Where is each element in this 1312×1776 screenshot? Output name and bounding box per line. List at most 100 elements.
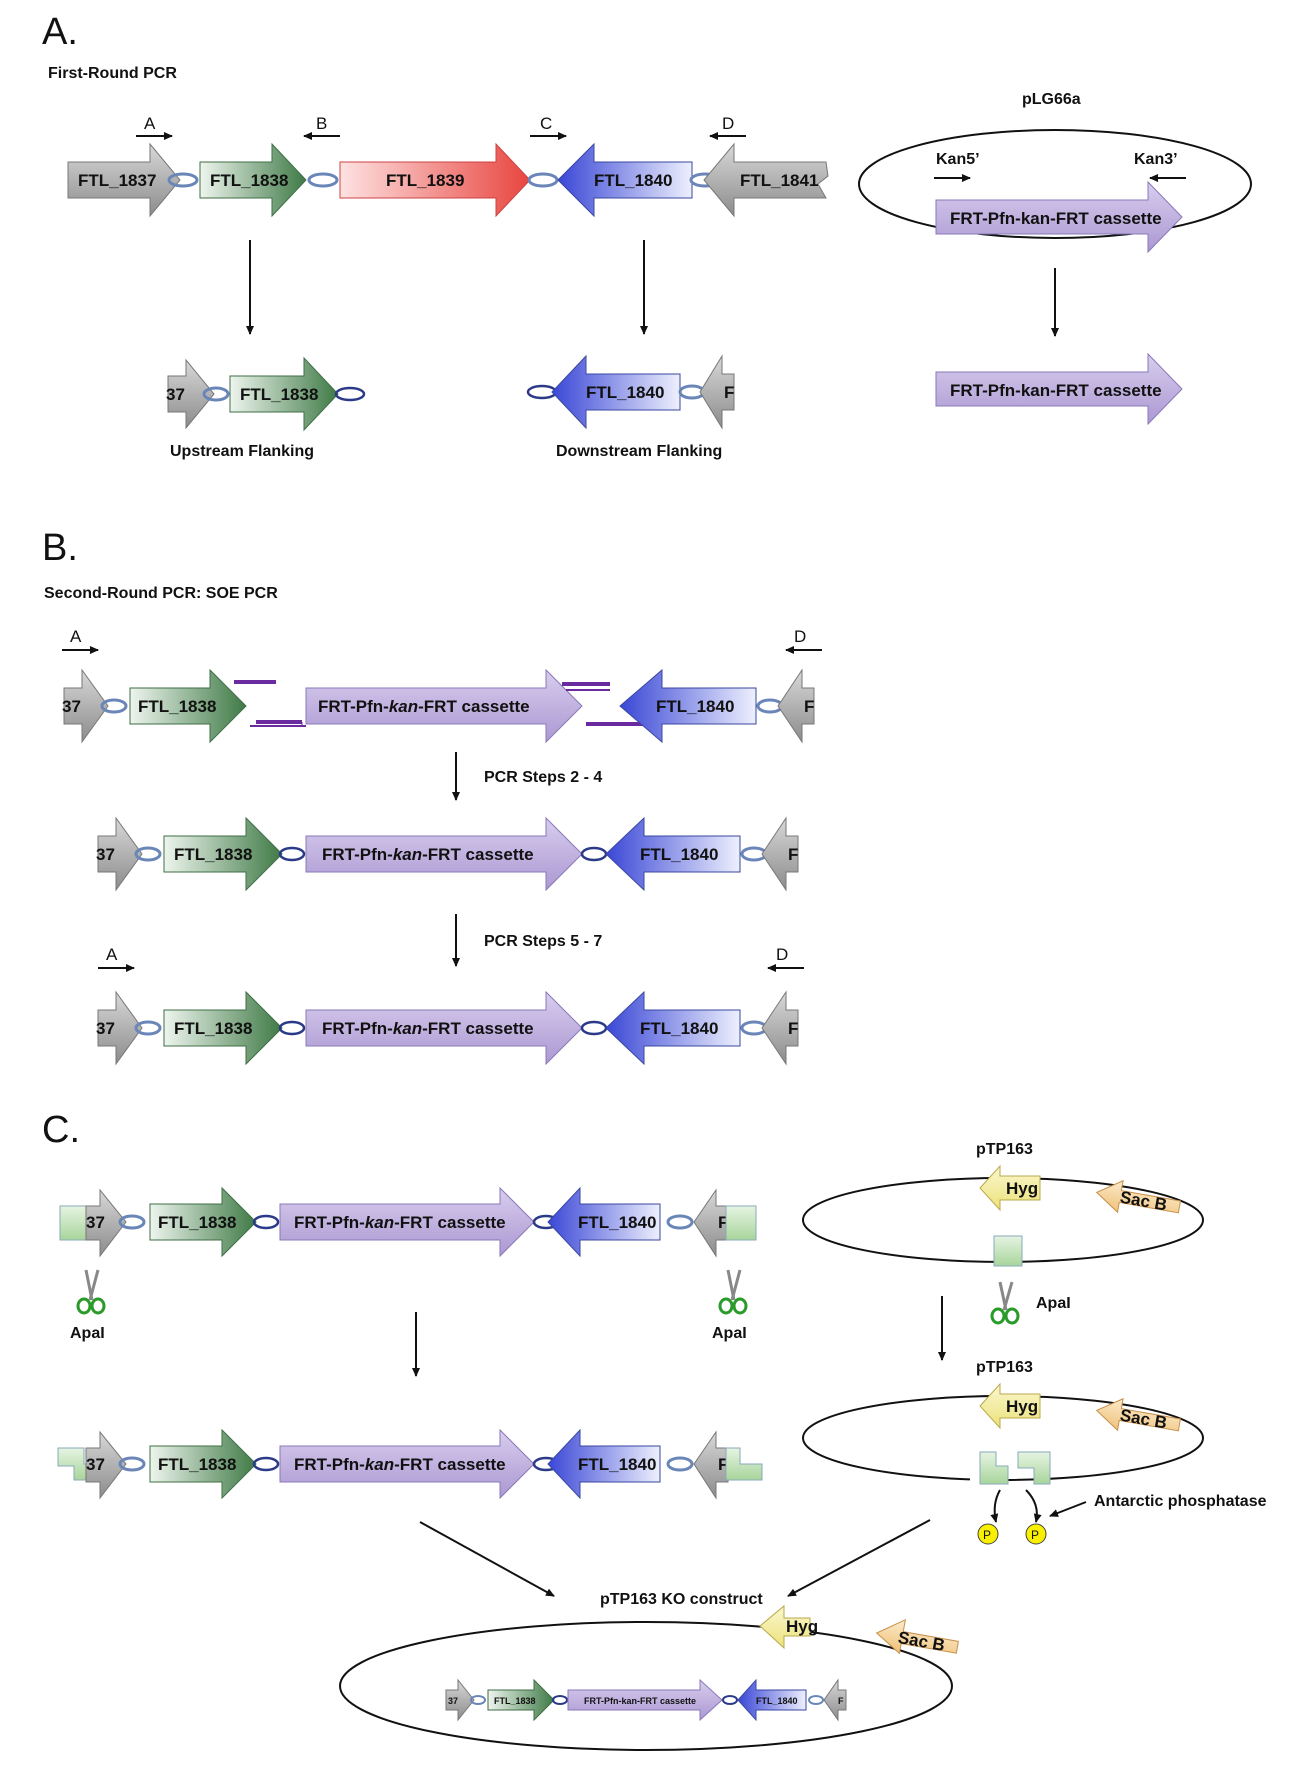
c-row2-ftl-1838: FTL_1838 — [158, 1455, 236, 1474]
plasmid-plg66a: pLG66a Kan5’ Kan3’ FRT-Pfn-kan-FRT casse… — [858, 91, 1252, 254]
c-row2-ftl-1840: FTL_1840 — [578, 1455, 656, 1474]
apai-site-right — [725, 1205, 757, 1241]
soe-row3-frag37: 37 — [96, 1019, 115, 1038]
soe-row3-ftl-1840: FTL_1840 — [640, 1019, 718, 1038]
phosphate-icon: P — [977, 1523, 999, 1545]
soe-row-3: 37 FTL_1838 FRT-Pfn-kan-FRT cassette FTL… — [96, 990, 799, 1066]
dna-helix-icon — [100, 698, 128, 714]
soe-row1-frag37: 37 — [62, 697, 81, 716]
dna-helix-icon — [666, 1456, 694, 1472]
panel-a-gene-row: FTL_1837 FTL_1838 FTL_1839 FTL_1840 FTL_… — [67, 142, 829, 218]
cassette-product — [935, 352, 1183, 426]
apai-label-right: ApaI — [712, 1325, 747, 1342]
soe-row2-frag-f: F — [788, 845, 798, 864]
cassette-kan: kan — [389, 697, 418, 716]
panel-a-letter: A. — [42, 11, 78, 53]
ko-ftl-1838: FTL_1838 — [494, 1696, 536, 1706]
soe-row2-frag37: 37 — [96, 845, 115, 864]
c-row2-frag37: 37 — [86, 1455, 105, 1474]
dna-helix-icon — [118, 1456, 146, 1472]
soe-row3-ftl-1838: FTL_1838 — [174, 1019, 252, 1038]
c-row1-ftl-1840: FTL_1840 — [578, 1213, 656, 1232]
ko-construct-label: pTP163 KO construct — [600, 1591, 763, 1608]
c-row1-frag37: 37 — [86, 1213, 105, 1232]
soe-row2-ftl-1838: FTL_1838 — [174, 845, 252, 864]
apai-label-plasmid: ApaI — [1036, 1295, 1071, 1312]
hyg-label-2: Hyg — [1006, 1397, 1038, 1416]
cassette-post: -FRT cassette — [394, 1213, 505, 1232]
dna-helix-icon — [252, 1214, 280, 1230]
dna-helix-icon — [580, 846, 608, 862]
cassette-kan: kan — [393, 845, 422, 864]
sticky-end-right — [725, 1447, 763, 1481]
dna-helix-icon — [118, 1214, 146, 1230]
downstream-flanking-label: Downstream Flanking — [556, 443, 722, 460]
cassette-pre: FRT-Pfn- — [294, 1213, 365, 1232]
gene-ftl-1839-label: FTL_1839 — [386, 171, 464, 190]
pcr-steps-5-7: PCR Steps 5 - 7 — [484, 933, 602, 950]
ligation-arrow-right — [787, 1519, 931, 1597]
ko-cassette: FRT-Pfn-kan-FRT cassette — [584, 1696, 696, 1706]
phosphate-label-1: P — [983, 1528, 991, 1542]
antarctic-phosphatase-label: Antarctic phosphatase — [1094, 1493, 1267, 1510]
plasmid-cassette-label: FRT-Pfn-kan-FRT cassette — [950, 209, 1162, 228]
c-row2-frag-f: F — [718, 1455, 728, 1474]
dna-helix-icon — [334, 386, 366, 402]
dna-helix-icon — [552, 1695, 568, 1705]
soe-row1-cassette: FRT-Pfn-kan-FRT cassette — [318, 697, 530, 716]
gene-ftl-1840 — [557, 142, 693, 218]
c-row1-frag-f: F — [718, 1213, 728, 1232]
dna-helix-icon — [722, 1695, 738, 1705]
cassette-post: -FRT cassette — [422, 845, 533, 864]
gene-ftl-1841 — [703, 142, 829, 218]
cassette-post: -FRT cassette — [394, 1455, 505, 1474]
gene-ftl-1839 — [339, 142, 531, 218]
dna-helix-icon — [167, 172, 199, 188]
ligation-arrow-left — [419, 1521, 555, 1597]
panel-b-title: Second-Round PCR: SOE PCR — [44, 585, 278, 602]
ptp163-name-1: pTP163 — [976, 1141, 1033, 1158]
dna-helix-icon — [527, 172, 559, 188]
gene-ftl-1838-label: FTL_1838 — [210, 171, 288, 190]
panel-b-primer-a: A — [70, 627, 82, 646]
gene-ftl-1840-label: FTL_1840 — [594, 171, 672, 190]
dna-helix-icon — [470, 1695, 486, 1705]
panel-b-primer-d: D — [794, 627, 806, 646]
phosphate-icon: P — [1025, 1523, 1047, 1545]
plasmid-ptp163-cut: pTP163 Hyg Sac B — [802, 1359, 1204, 1486]
scissors-icon — [718, 1269, 748, 1315]
gene-ftl-1837-label: FTL_1837 — [78, 171, 156, 190]
upstream-flanking-label: Upstream Flanking — [170, 443, 314, 460]
frag-f-label: F — [724, 383, 734, 402]
soe-row-1: 37 FTL_1838 FRT-Pfn-kan-FRT cassette FTL… — [62, 668, 815, 744]
frag-ftl-1838-label: FTL_1838 — [240, 385, 318, 404]
dna-helix-icon — [278, 1020, 306, 1036]
gene-ftl-1838 — [199, 142, 307, 218]
cassette-kan: kan — [365, 1455, 394, 1474]
sacb-gene — [1095, 1179, 1182, 1214]
hyg-gene — [759, 1604, 811, 1650]
sacb-label-1: Sac B — [1119, 1188, 1169, 1215]
cassette-product-label: FRT-Pfn-kan-FRT cassette — [950, 381, 1162, 400]
ptp163-name-2: pTP163 — [976, 1359, 1033, 1376]
dephos-arrow-right — [1025, 1489, 1042, 1523]
plasmid-plg66a-name: pLG66a — [1022, 91, 1081, 108]
sacb-gene — [875, 1618, 959, 1655]
soe-row1-frag-f: F — [804, 697, 814, 716]
cassette-kan: kan — [365, 1213, 394, 1232]
c-insert-row-1: 37 FTL_1838 FRT-Pfn-kan-FRT cassette FTL… — [59, 1186, 757, 1258]
hyg-gene — [979, 1382, 1041, 1430]
cassette-pre: FRT-Pfn- — [322, 845, 393, 864]
pcr-steps-2-4: PCR Steps 2 - 4 — [484, 769, 602, 786]
dna-helix-icon — [808, 1695, 824, 1705]
panel-a-title: First-Round PCR — [48, 65, 177, 82]
dna-helix-icon — [666, 1214, 694, 1230]
kan3-label: Kan3’ — [1134, 151, 1178, 168]
dna-helix-icon — [278, 846, 306, 862]
primer-c-label: C — [540, 114, 552, 133]
primer-d-label: D — [722, 114, 734, 133]
sacb-gene — [1095, 1397, 1182, 1432]
primer-a-label: A — [144, 114, 156, 133]
plasmid-ptp163-uncut: pTP163 Hyg Sac B — [802, 1141, 1204, 1267]
